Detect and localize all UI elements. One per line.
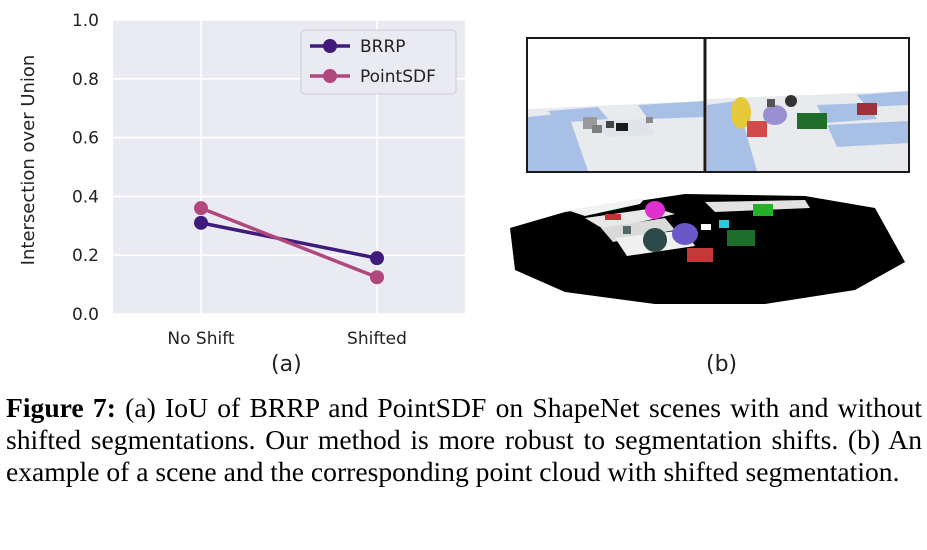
scene-view-right (707, 39, 908, 171)
data-point (370, 251, 384, 266)
scene-view-left (528, 39, 704, 171)
y-tick-label: 0.2 (72, 246, 99, 266)
point-cloud-render (510, 194, 905, 304)
legend-label: PointSDF (360, 67, 436, 87)
legend-marker (323, 69, 337, 83)
series-line (200, 221, 378, 260)
caption-text: (a) IoU of BRRP and PointSDF on ShapeNet… (6, 392, 922, 487)
data-point (194, 201, 208, 216)
scene-render-views (526, 37, 910, 173)
y-axis-label: Intersection over Union (18, 55, 39, 266)
figure-label: Figure 7: (6, 392, 116, 423)
series-line (200, 206, 378, 279)
iou-line-chart: 0.0 0.2 0.4 0.6 0.8 1.0 No Shift Shifted Inter… (18, 11, 465, 349)
panel-b-label: (b) (706, 352, 738, 377)
x-tick-labels: No Shift Shifted (167, 329, 407, 349)
data-point (194, 215, 208, 230)
y-tick-label: 0.0 (72, 305, 99, 325)
x-tick-label: No Shift (167, 329, 234, 349)
figure-caption: Figure 7: (a) IoU of BRRP and PointSDF o… (6, 392, 922, 488)
y-tick-label: 0.8 (72, 70, 99, 90)
y-tick-label: 1.0 (72, 11, 99, 31)
series-lines (194, 201, 384, 285)
y-tick-label: 0.4 (72, 187, 99, 207)
legend: BRRP PointSDF (300, 29, 457, 95)
y-tick-labels: 0.0 0.2 0.4 0.6 0.8 1.0 (72, 11, 99, 325)
legend-marker (323, 39, 337, 53)
y-tick-label: 0.6 (72, 129, 99, 149)
x-tick-label: Shifted (347, 329, 407, 349)
data-point (370, 270, 384, 285)
legend-label: BRRP (360, 37, 406, 57)
scene-image (528, 39, 908, 171)
panel-a-label: (a) (271, 352, 302, 377)
